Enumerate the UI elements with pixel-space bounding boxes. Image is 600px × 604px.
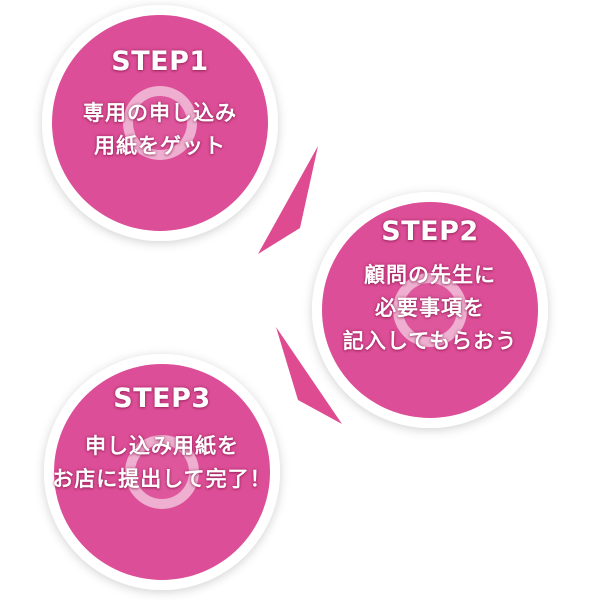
step2-disc xyxy=(312,192,548,428)
step1-disc xyxy=(42,5,278,241)
arrow-step2-to-step3 xyxy=(276,327,342,424)
step2-desc-line3: 記入してもらおう xyxy=(342,329,518,353)
step3-title: STEP3 xyxy=(113,383,211,414)
step2-desc-line2: 必要事項を xyxy=(375,296,485,320)
step3-desc-line1: 申し込み用紙を xyxy=(85,434,239,458)
step2-title: STEP2 xyxy=(381,216,479,247)
step3-text: STEP3 申し込み用紙を お店に提出して完了！ xyxy=(42,385,282,496)
step1-text: STEP1 専用の申し込み 用紙をゲット xyxy=(40,48,280,163)
step1-title: STEP1 xyxy=(111,46,209,77)
step3-desc-line2: お店に提出して完了！ xyxy=(52,467,272,491)
step1-desc-line2: 用紙をゲット xyxy=(94,134,226,158)
step3-disc xyxy=(44,354,280,590)
step2-text: STEP2 顧問の先生に 必要事項を 記入してもらおう xyxy=(310,218,550,358)
step1-desc-line1: 専用の申し込み xyxy=(83,101,237,125)
arrow-step1-to-step2 xyxy=(258,146,318,254)
step2-desc-line1: 顧問の先生に xyxy=(364,263,496,287)
